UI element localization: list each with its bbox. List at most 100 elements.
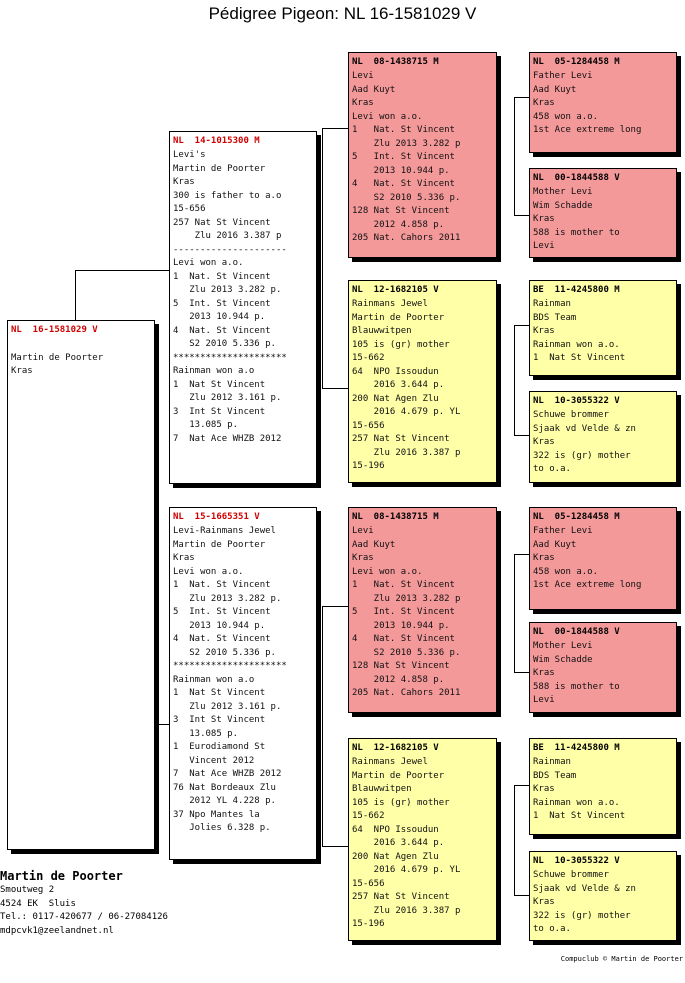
breeder-email[interactable]: mdpcvk1@zeelandnet.nl <box>0 925 114 936</box>
connector-line <box>322 388 348 389</box>
pedigree-line: 200 Nat Agen Zlu <box>352 851 439 862</box>
pedigree-line: 205 Nat. Cahors 2011 <box>352 233 461 243</box>
pedigree-line: 2012 YL 4.228 p. <box>173 796 276 806</box>
pedigree-line: 4 Nat. St Vincent <box>352 634 455 644</box>
pedigree-line: ********************* <box>173 352 287 363</box>
pedigree-line: 257 Nat St Vincent <box>352 434 450 444</box>
pedigree-line: 1 Nat St Vincent <box>533 811 626 821</box>
pedigree-line: Schuwe brommer <box>533 410 609 420</box>
pedigree-line: 1 Nat St Vincent <box>173 379 266 390</box>
pedigree-line: S2 2010 5.336 p. <box>173 647 276 658</box>
pedigree-line: 1st Ace extreme long <box>533 580 642 590</box>
pedigree-line: 1 Nat St Vincent <box>533 353 626 363</box>
pedigree-line: Wim Schadde <box>533 654 593 665</box>
pedigree-line: 200 Nat Agen Zlu <box>352 393 439 404</box>
pedigree-line: Kras <box>533 784 555 794</box>
pedigree-line: Kras <box>173 177 195 187</box>
pedigree-line: 300 is father to a.o <box>173 190 282 201</box>
pedigree-line: Rainmans Jewel <box>352 299 428 309</box>
pedigree-line: to o.a. <box>533 924 571 934</box>
pedigree-line: Levi won a.o. <box>352 566 423 577</box>
pedigree-line: 105 is (gr) mother <box>352 339 450 350</box>
ring-number: NL 12-1682105 V <box>352 743 439 753</box>
connector-line <box>514 325 515 435</box>
connector-line <box>514 554 515 672</box>
pedigree-line: Martin de Poorter <box>173 163 266 174</box>
pedigree-line: 322 is (gr) mother <box>533 450 631 461</box>
connector-line <box>514 325 529 326</box>
pedigree-line: Kras <box>533 897 555 907</box>
pedigree-line: 2016 3.644 p. <box>352 838 445 848</box>
connector-line <box>514 672 529 673</box>
breeder-address-line: 4524 EK Sluis <box>0 898 76 909</box>
ring-number: NL 10-3055322 V <box>533 856 620 866</box>
pedigree-line: 2013 10.944 p. <box>352 165 450 176</box>
pedigree-line: 76 Nat Bordeaux Zlu <box>173 782 276 793</box>
pedigree-line: 15-662 <box>352 811 385 821</box>
pedigree-line: ********************* <box>173 661 287 671</box>
pedigree-line: 15-656 <box>352 878 385 889</box>
connector-line <box>514 97 515 215</box>
pedigree-line: Zlu 2016 3.387 p <box>352 905 461 916</box>
pedigree-line: 1 Nat. St Vincent <box>352 580 455 590</box>
pedigree-line: Zlu 2016 3.387 p <box>173 231 282 241</box>
pedigree-line: 5 Int. St Vincent <box>173 298 271 309</box>
ring-number: NL 15-1665351 V <box>173 512 260 522</box>
pedigree-line: Kras <box>11 366 33 376</box>
pedigree-line: 64 NPO Issoudun <box>352 366 439 377</box>
pedigree-line: Zlu 2013 3.282 p. <box>173 285 282 295</box>
pedigree-line: 128 Nat St Vincent <box>352 206 450 216</box>
pedigree-line: Levi won a.o. <box>352 111 423 122</box>
pedigree-line: to o.a. <box>533 464 571 474</box>
ring-number: NL 00-1844588 V <box>533 173 620 183</box>
pedigree-line: 257 Nat St Vincent <box>173 217 271 228</box>
pedigree-line: Kras <box>533 326 555 336</box>
pedigree-line: Levi <box>352 526 374 536</box>
pedigree-line: 1 Eurodiamond St <box>173 742 266 752</box>
pedigree-line: 588 is mother to <box>533 227 620 238</box>
pedigree-line: Levi's <box>173 150 206 160</box>
pedigree-line: Levi won a.o. <box>173 566 244 577</box>
page-title: Pédigree Pigeon: NL 16-1581029 V <box>208 4 477 23</box>
pedigree-line: 13.085 p. <box>173 728 239 739</box>
pedigree-line: 458 won a.o. <box>533 111 599 122</box>
pedigree-line: Kras <box>173 553 195 563</box>
breeder-info: Martin de Poorter Smoutweg 2 4524 EK Slu… <box>0 868 168 938</box>
connector-line <box>514 435 529 436</box>
pedigree-line: 7 Nat Ace WHZB 2012 <box>173 433 282 444</box>
ring-number: NL 08-1438715 M <box>352 57 439 67</box>
pedigree-line: BDS Team <box>533 312 577 323</box>
connector-line <box>322 128 348 129</box>
connector-line <box>514 554 529 555</box>
pedigree-line: 257 Nat St Vincent <box>352 892 450 902</box>
pedigree-line: Mother Levi <box>533 641 593 651</box>
pedigree-line: Kras <box>533 668 555 678</box>
connector-line <box>322 606 348 607</box>
pedigree-line: Levi won a.o. <box>173 258 244 268</box>
pedigree-line: Zlu 2012 3.161 p. <box>173 701 282 712</box>
pedigree-line: 458 won a.o. <box>533 566 599 577</box>
pedigree-line: Vincent 2012 <box>173 755 255 766</box>
pedigree-line: Kras <box>352 98 374 108</box>
connector-line <box>322 128 323 388</box>
pedigree-line: 4 Nat. St Vincent <box>173 325 271 336</box>
pedigree-line: 1st Ace extreme long <box>533 125 642 135</box>
pedigree-line <box>11 338 151 352</box>
pedigree-line: Aad Kuyt <box>533 84 577 95</box>
pedigree-line: 588 is mother to <box>533 681 620 692</box>
pedigree-line: 5 Int. St Vincent <box>173 607 271 617</box>
pedigree-line: 5 Int. St Vincent <box>352 152 455 162</box>
pedigree-line: 322 is (gr) mother <box>533 910 631 921</box>
pedigree-line: 2016 4.679 p. YL <box>352 865 461 875</box>
pedigree-line: Rainman <box>533 299 571 309</box>
pedigree-line: 15-656 <box>352 420 385 431</box>
pedigree-line: 1 Nat St Vincent <box>173 688 266 698</box>
pedigree-line: Martin de Poorter <box>352 770 445 781</box>
pedigree-line: 15-656 <box>173 204 206 214</box>
